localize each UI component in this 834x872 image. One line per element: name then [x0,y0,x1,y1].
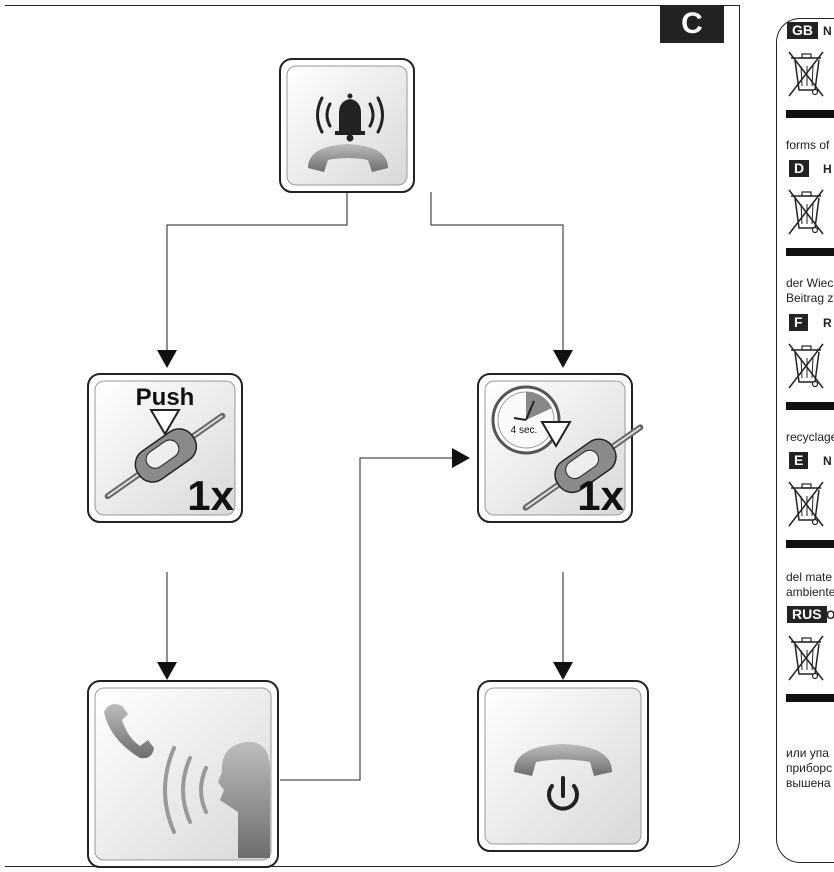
text-rus-3: вышена [786,776,831,790]
heading-f: R [823,316,832,330]
remote-button-push-icon [87,373,243,523]
text-rus-1: или упа [786,746,829,760]
connectors [166,192,564,781]
weee-bar [786,248,834,256]
lang-tag-f: F [789,314,808,331]
weee-bar [786,110,834,118]
press-count-left: 1x [187,472,234,519]
text-d-2: Beitrag z [786,291,834,305]
lang-tag-rus: RUS [787,606,827,623]
heading-e: N [823,454,832,468]
weee-bar [786,540,834,548]
disposal-panel [776,18,834,863]
lang-tag-e: E [789,452,809,469]
step-label: C [660,5,724,43]
weee-bar [786,402,834,410]
text-e-1: del mate [786,570,833,584]
push-label: Push [136,384,195,411]
arrowheads [157,350,573,680]
text-d-1: der Wiec [786,276,834,290]
heading-gb: N [823,24,832,38]
heading-rus: O [826,608,834,622]
incoming-call-icon [279,58,415,193]
talking-icon [87,680,279,868]
hang-up-icon [477,680,649,852]
weee-bar [786,694,834,702]
text-f-1: recyclage [786,430,834,444]
text-rus-2: приборс [786,761,833,775]
remote-button-hold-icon [477,373,644,523]
lang-tag-gb: GB [787,22,818,39]
text-e-2: ambiente [786,585,834,599]
lang-tag-d: D [789,160,810,177]
text-gb-1: forms of [786,138,830,152]
heading-d: H [823,162,832,176]
timer-label: 4 sec. [511,425,538,436]
press-count-right: 1x [577,472,624,519]
